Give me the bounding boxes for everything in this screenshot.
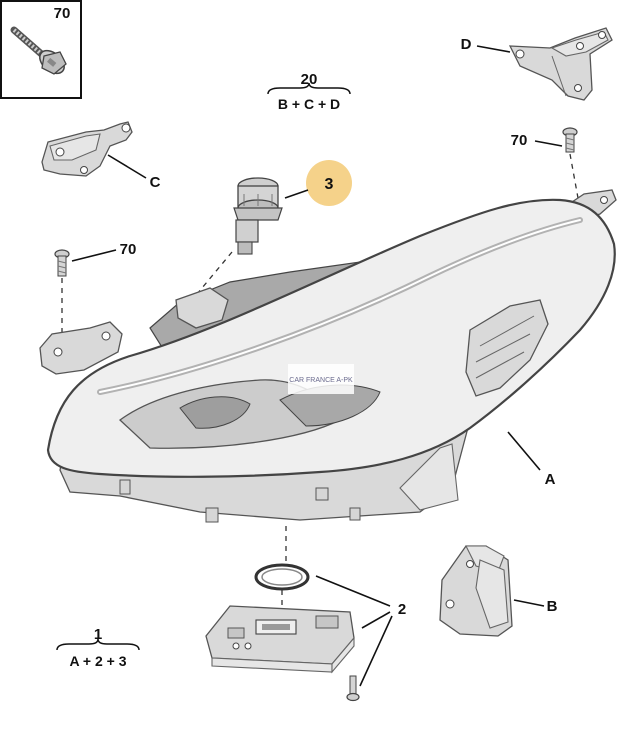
- group-20-formula: B + C + D: [278, 96, 340, 112]
- screw-left[interactable]: 70: [54, 241, 137, 340]
- headlamp-a[interactable]: CAR FRANCE A-PK A: [39, 189, 617, 523]
- screw-left-label: 70: [120, 241, 137, 258]
- group-20: 20 B + C + D: [267, 71, 351, 112]
- ballast-module-icon: [205, 605, 355, 674]
- ballast-2[interactable]: 2: [205, 526, 406, 702]
- screw-icon: [346, 675, 360, 702]
- bracket-b-icon: [439, 545, 513, 637]
- bulb-icon: [233, 177, 283, 255]
- group-1-formula: A + 2 + 3: [69, 653, 126, 669]
- watermark: CAR FRANCE A-PK: [289, 377, 353, 384]
- headlamp-a-label: A: [545, 471, 556, 488]
- bulb-3-label: 3: [325, 176, 334, 193]
- bracket-c-icon: [41, 121, 133, 177]
- bracket-c[interactable]: C: [41, 121, 161, 191]
- bulb-3-highlight: [306, 160, 352, 206]
- bulb-3[interactable]: 3: [191, 160, 352, 301]
- group-20-number: 20: [301, 71, 318, 88]
- bracket-c-label: C: [150, 174, 161, 191]
- seal-ring-icon: [254, 563, 310, 591]
- screw-box-label: 70: [54, 5, 71, 22]
- screw-right-label: 70: [511, 132, 528, 149]
- screw-box[interactable]: 70: [0, 0, 82, 99]
- screw-icon: [10, 26, 67, 75]
- bracket-d[interactable]: D: [461, 27, 613, 101]
- group-20-brace: [267, 82, 351, 95]
- screw-icon: [54, 249, 70, 277]
- watermark-box: [288, 364, 354, 394]
- ballast-2-label: 2: [398, 601, 406, 618]
- headlamp-icon: CAR FRANCE A-PK: [39, 189, 617, 523]
- bracket-b-label: B: [547, 598, 558, 615]
- group-1: 1 A + 2 + 3: [56, 626, 140, 669]
- bracket-d-label: D: [461, 36, 472, 53]
- group-1-number: 1: [94, 626, 102, 643]
- bracket-d-icon: [508, 27, 613, 101]
- bracket-b[interactable]: B: [439, 545, 558, 637]
- screw-right[interactable]: 70: [511, 127, 579, 199]
- screw-icon: [562, 127, 578, 153]
- group-1-brace: [56, 638, 140, 651]
